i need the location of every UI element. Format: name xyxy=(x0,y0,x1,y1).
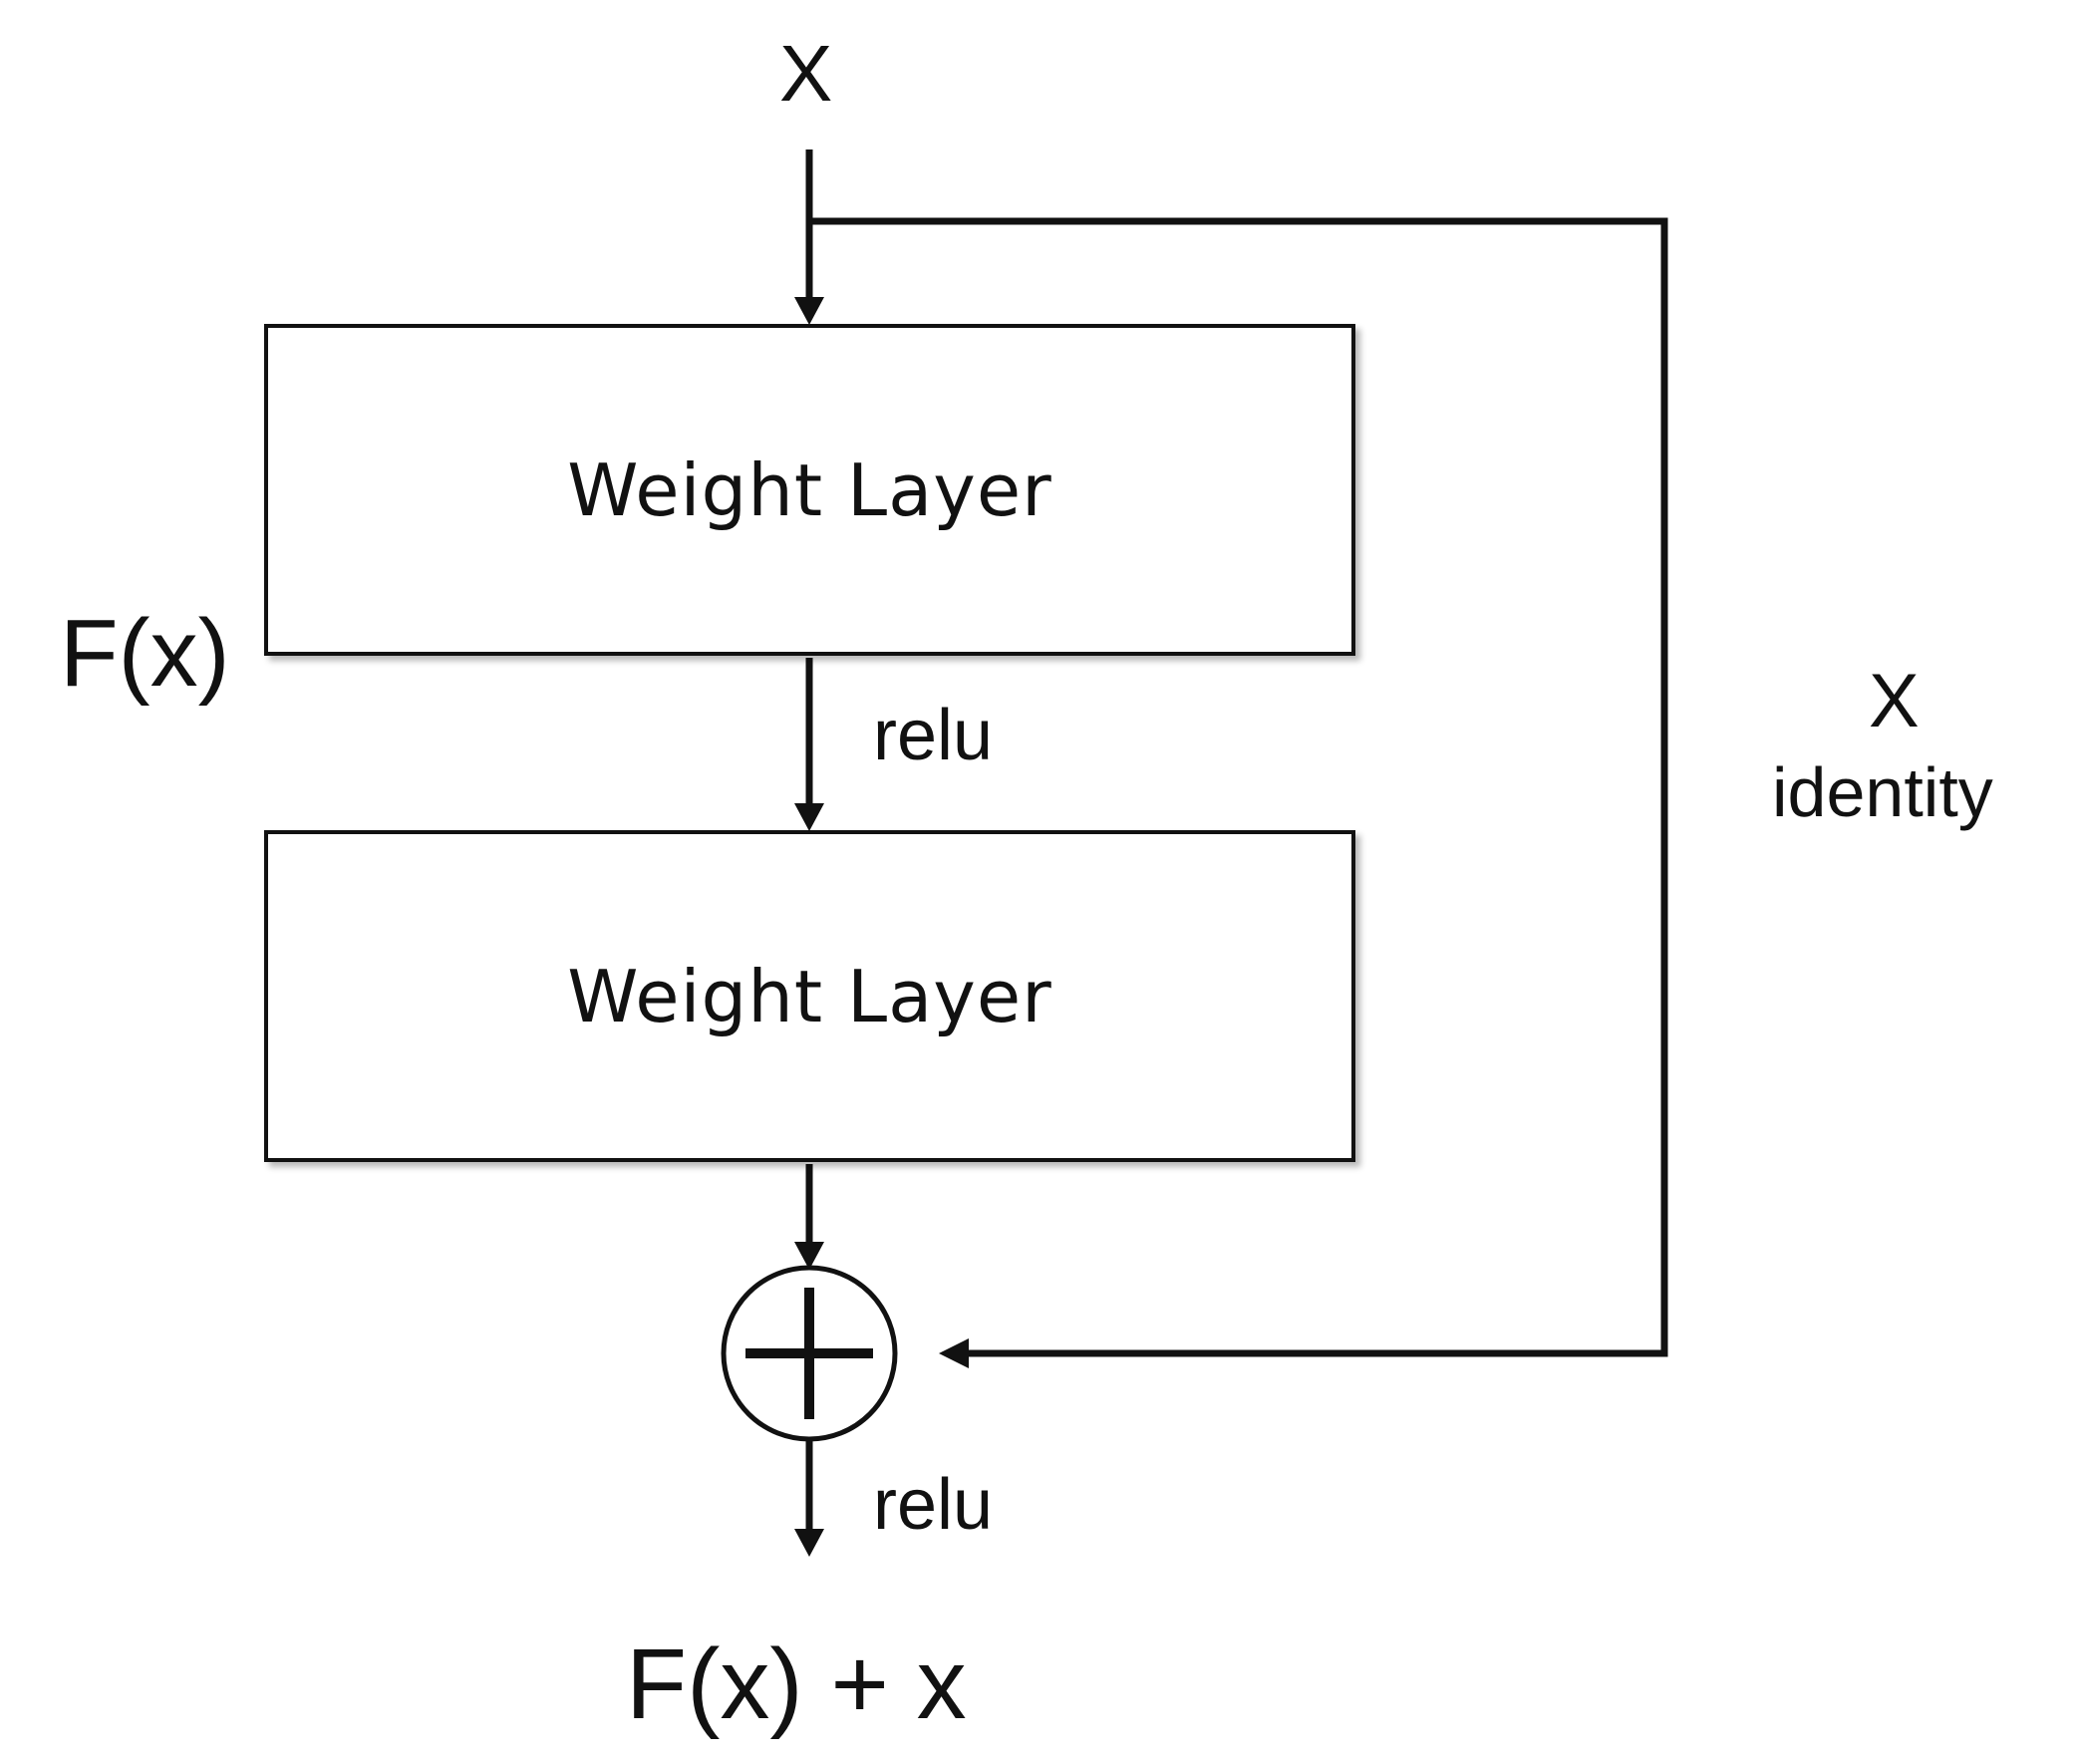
adder-plus-icon xyxy=(721,1265,898,1442)
weight-layer-1-label: Weight Layer xyxy=(567,447,1052,532)
output-arrowhead xyxy=(794,1529,824,1557)
layer2-to-adder-arrowhead xyxy=(794,1242,824,1270)
input-arrowhead xyxy=(794,297,824,325)
shortcut-x-label: X xyxy=(1869,659,1920,743)
shortcut-identity-label: identity xyxy=(1772,753,1993,831)
input-label: X xyxy=(779,29,833,118)
residual-function-label: F(x) xyxy=(60,600,230,707)
weight-layer-2-label: Weight Layer xyxy=(567,954,1052,1038)
relu-arrowhead-1 xyxy=(794,803,824,831)
shortcut-path xyxy=(809,217,1668,1357)
relu-label-2: relu xyxy=(873,1465,994,1545)
weight-layer-1: Weight Layer xyxy=(264,324,1355,656)
shortcut-arrowhead xyxy=(939,1338,969,1368)
weight-layer-2: Weight Layer xyxy=(264,830,1355,1162)
relu-label-1: relu xyxy=(873,696,994,775)
output-label: F(x) + x xyxy=(626,1628,967,1740)
